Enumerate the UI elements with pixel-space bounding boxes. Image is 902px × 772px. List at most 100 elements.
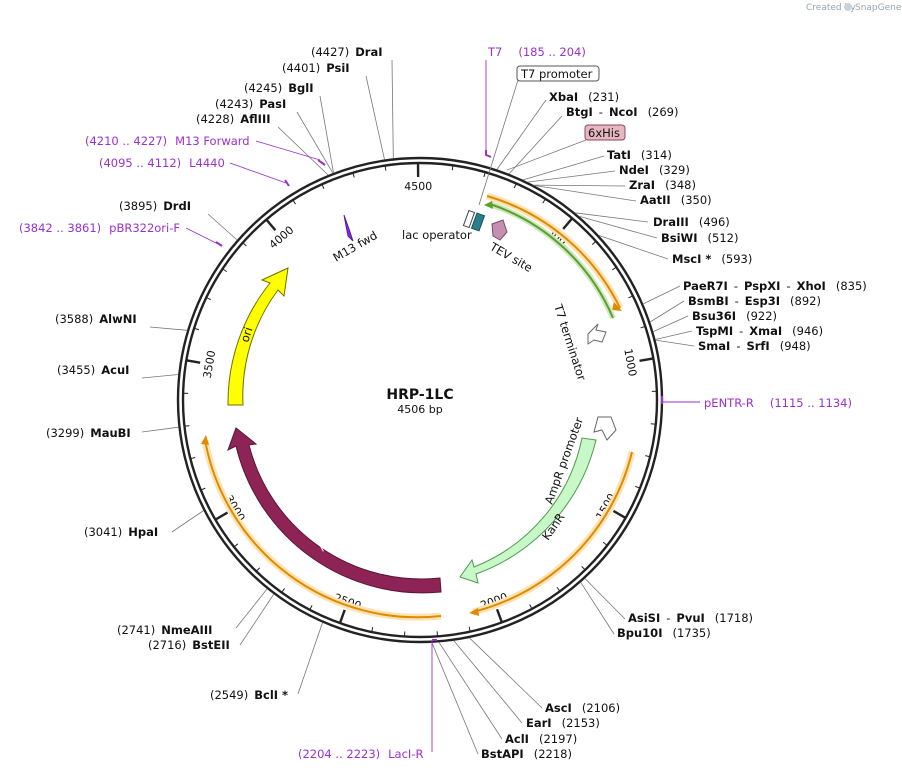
minor-tick [650,423,656,425]
tick-label: 3500 [201,349,218,379]
minor-tick [206,297,212,301]
site-leader [653,315,689,332]
site-aclI: AclI(2197) [505,732,577,746]
minor-tick [483,172,486,178]
site-leader [522,155,605,181]
site-bpu10I: Bpu10I(1735) [617,626,711,640]
lac-operator-white-box [462,209,476,229]
site-leader [655,339,695,347]
site-leader [580,582,615,635]
site-psiI: (4401)PsiI [282,61,350,75]
lac-operator-label: lac operator [402,228,472,242]
m13-fwd-arrow [343,214,354,242]
site-pasI: (4243)PasI [215,97,286,111]
backbone-inner-ring [181,161,659,639]
site-tspMI-xmaI: TspMI-XmaI(946) [696,324,823,338]
primer-pentr-r: pENTR-R(1115 .. 1134) [704,396,852,410]
minor-tick [184,425,190,427]
site-leader [469,637,543,709]
primer-laci-r: (2204 .. 2223)LacI-R [298,747,423,761]
site-aflIII: (4228)AflIII [196,112,271,126]
minor-tick [384,165,387,171]
site-drdI: (3895)DrdI [119,199,191,213]
site-bsu36I: Bsu36I(922) [692,309,777,323]
minor-tick [321,184,325,190]
site-leader [239,593,275,646]
site-ndeI: NdeI(329) [619,163,690,177]
site-leader [496,99,547,170]
site-leader [574,212,649,223]
site-draIII: DraIII(496) [653,215,730,229]
t7-promoter-label: T7 promoter [520,67,593,81]
site-asiSI-pvuI: AsiSI-PvuI(1718) [628,611,753,625]
site-leader [431,642,479,755]
site-leader [598,235,669,260]
minor-tick [222,268,228,273]
site-alwNI: (3588)AlwNI [55,312,137,326]
l4440-primer-marker [284,179,290,187]
site-leader [508,115,563,175]
site-leader [297,622,323,695]
site-leader [391,59,394,159]
minor-tick [529,604,533,610]
minor-tick [640,325,646,329]
t7-promoter-callout: T7 promoter [478,65,600,206]
site-leader [141,426,179,433]
site-leader-lines [141,59,695,755]
minor-tick [602,541,608,546]
primer-markers [215,150,663,641]
site-leader [578,215,658,239]
minor-tick [255,567,261,572]
orf-arc-right-arrowhead [469,608,479,616]
primer-l4440: (4095 .. 4112)L4440 [99,156,225,170]
major-tick [338,609,346,624]
tev-site-arrow [491,219,508,241]
6xhis-callout: 6xHis [506,124,626,171]
site-leader [438,642,503,740]
site-paeR7I-pspXI-xhoI: PaeR7I-PspXI-XhoI(835) [683,279,867,293]
minor-tick [513,183,517,189]
site-btgI-ncoI: BtgI-NcoI(269) [566,105,679,119]
plasmid-name: HRP-1LC [386,387,453,403]
site-leader [149,326,188,331]
m13-fwd-label: M13 fwd [331,228,380,265]
site-leader [319,95,334,173]
laci-arrow [227,427,442,594]
major-tick [495,608,504,623]
minor-tick [352,172,355,178]
site-bsiWI: BsiWI(512) [661,231,738,245]
minor-tick [611,266,617,271]
site-leader [296,111,334,174]
minor-tick [645,455,651,458]
lac-operator-box [470,212,486,232]
minor-tick [233,543,239,548]
site-leader [533,185,637,202]
tick-label: 4000 [267,223,297,251]
minor-tick [542,198,546,204]
site-bstAPI: BstAPI(2218) [481,747,572,761]
credit-brand: SnapGene [855,3,902,13]
6xhis-label: 6xHis [588,126,620,140]
major-tick [186,359,201,364]
site-leader [207,213,238,241]
minor-tick [581,566,586,571]
major-tick [639,357,654,363]
m13-forward-primer-marker [317,159,326,166]
minor-tick [468,626,471,632]
site-leader [277,126,329,176]
site-zraI: ZraI(348) [629,178,696,192]
site-nmeAIII: (2741)NmeAIII [117,623,212,637]
minor-tick [190,456,196,460]
ori-arrow [227,267,289,406]
site-labels-right: XbaI(231) BtgI-NcoI(269) TatI(314) NdeI(… [481,90,867,761]
site-labels-left: (4427)DraI (4401)PsiI (4245)BglI (4243)P… [46,45,383,702]
site-earI: EarI(2153) [526,716,600,730]
kanr-arrow [459,437,597,584]
minor-tick [371,627,374,633]
t7-primer-marker [485,150,492,158]
minor-tick [193,327,200,331]
site-draI: (4427)DraI [311,45,383,59]
site-leader [453,640,523,724]
site-mscI: MscI *(593) [672,252,752,266]
